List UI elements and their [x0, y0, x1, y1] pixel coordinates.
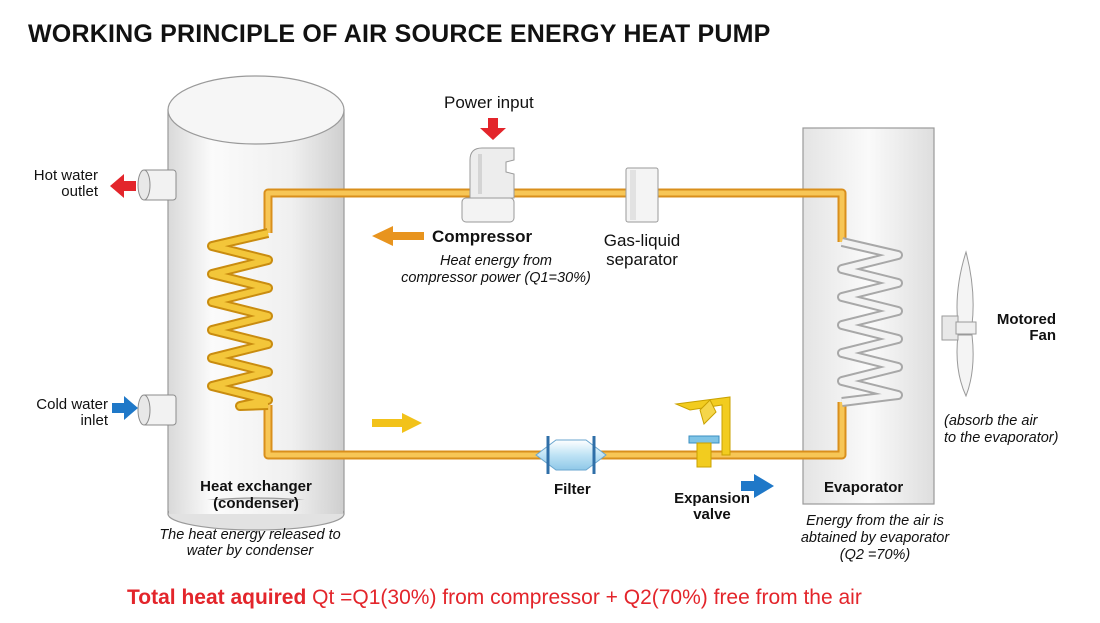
compressor-note-line-2: compressor power (Q1=30%) — [401, 270, 591, 286]
heat-flow-left-arrow — [372, 226, 424, 246]
expansion-valve-line-1: Expansion — [674, 490, 750, 507]
hot-water-outlet-pipe — [137, 169, 177, 201]
expansion-valve — [674, 396, 731, 468]
expansion-valve-label: Expansion valve — [664, 491, 760, 523]
hot-water-outlet-label: Hot water outlet — [20, 168, 98, 200]
refrigerant-flow-right-arrow-2 — [741, 474, 774, 498]
power-input-arrow — [480, 118, 506, 140]
cold-water-in-arrow — [112, 396, 138, 420]
motored-fan-line-1: Motored — [996, 311, 1056, 328]
fan-note-line-1: (absorb the air — [944, 413, 1038, 429]
hot-water-out-arrow — [110, 174, 136, 198]
condenser-coil — [207, 228, 273, 411]
condenser-note: The heat energy released to water by con… — [130, 527, 370, 559]
heat-exchanger-line-2: (condenser) — [213, 495, 299, 512]
evaporator-note-line-2: abtained by evaporator — [800, 530, 950, 546]
compressor-note-line-1: Heat energy from — [439, 253, 553, 269]
filter-label: Filter — [554, 481, 591, 498]
formula-bold-part: Total heat aquired — [127, 586, 307, 609]
cold-water-inlet-line-1: Cold water — [36, 396, 108, 413]
compressor — [461, 147, 515, 223]
refrigerant-flow-right-arrow — [372, 413, 422, 433]
fan-note: (absorb the air to the evaporator) — [944, 413, 1058, 447]
separator-line-2: separator — [606, 250, 678, 269]
gas-liquid-separator — [625, 167, 659, 223]
condenser-note-line-2: water by condenser — [186, 543, 314, 559]
filter — [535, 436, 607, 474]
separator-line-1: Gas-liquid — [603, 231, 681, 250]
compressor-note: Heat energy from compressor power (Q1=30… — [376, 253, 616, 287]
motored-fan — [941, 250, 977, 398]
formula-rest: Qt =Q1(30%) from compressor + Q2(70%) fr… — [306, 586, 862, 609]
evaporator-coil — [837, 237, 903, 407]
cold-water-inlet-line-2: inlet — [80, 412, 108, 429]
evaporator-note-line-1: Energy from the air is — [806, 513, 944, 529]
water-tank — [167, 75, 345, 531]
condenser-note-line-1: The heat energy released to — [159, 527, 341, 543]
evaporator-label: Evaporator — [824, 479, 904, 496]
total-heat-formula: Total heat aquired Qt =Q1(30%) from comp… — [127, 586, 862, 610]
power-input-label: Power input — [444, 93, 534, 112]
compressor-label: Compressor — [432, 227, 533, 246]
cold-water-inlet-label: Cold water inlet — [20, 397, 108, 429]
heat-exchanger-line-1: Heat exchanger — [200, 478, 312, 495]
refrigerant-pipe — [263, 188, 847, 460]
expansion-valve-line-2: valve — [693, 506, 731, 523]
fan-note-line-2: to the evaporator) — [944, 430, 1059, 446]
motored-fan-label: Motored Fan — [972, 312, 1056, 344]
hot-water-outlet-line-2: outlet — [61, 183, 98, 200]
motored-fan-line-2: Fan — [1029, 327, 1056, 344]
heat-exchanger-label: Heat exchanger (condenser) — [176, 478, 336, 512]
hot-water-outlet-line-1: Hot water — [33, 167, 98, 184]
page-title: WORKING PRINCIPLE OF AIR SOURCE ENERGY H… — [28, 20, 771, 48]
evaporator-note: Energy from the air is abtained by evapo… — [770, 513, 980, 564]
evaporator-note-line-3: (Q2 =70%) — [839, 547, 911, 563]
gas-liquid-separator-label: Gas-liquid separator — [590, 231, 694, 269]
cold-water-inlet-pipe — [137, 394, 177, 426]
